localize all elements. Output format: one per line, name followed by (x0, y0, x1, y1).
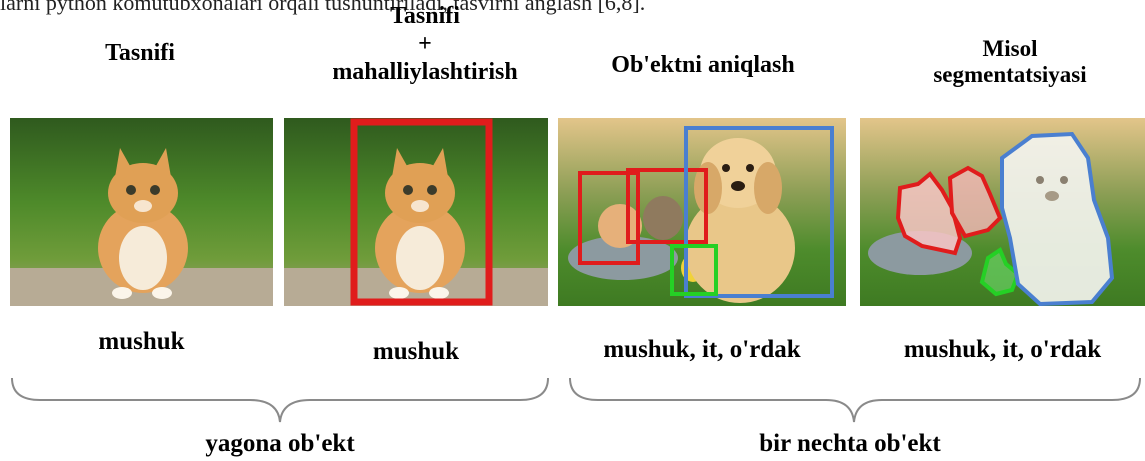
kitten-image-classification (10, 118, 273, 306)
kitten-image-localization (284, 118, 548, 306)
caption-object-detection: mushuk, it, o'rdak (603, 336, 801, 363)
header-line: Misol (982, 36, 1038, 61)
header-line: mahalliylashtirish (332, 59, 518, 85)
cat-bounding-box (350, 118, 493, 306)
duck-box (670, 244, 718, 296)
kitten-figure (375, 148, 465, 299)
top-text-fragment: larni python komutubxonalari orqali tush… (0, 0, 646, 15)
caption-classification-localization: mushuk (372, 338, 460, 365)
group-label-single: yagona ob'ekt (205, 430, 355, 457)
duck-mask (979, 247, 1021, 297)
brace-multiple-objects (568, 376, 1142, 426)
header-classification: Tasnifi (105, 40, 175, 66)
cat-box-right (626, 168, 708, 244)
dog-mask (1000, 131, 1115, 306)
brace-single-object (10, 376, 550, 426)
header-object-detection: Ob'ektni aniqlash (611, 52, 795, 78)
dog-box (684, 126, 834, 298)
kitten-figure (98, 148, 188, 299)
header-instance-segmentation: Misol segmentatsiyasi (880, 36, 1140, 88)
segmentation-image (860, 118, 1145, 306)
header-line: Tasnifi (390, 3, 460, 29)
group-label-multiple: bir nechta ob'ekt (759, 430, 941, 457)
cat-mask-left (895, 171, 963, 256)
cat-box-left (578, 171, 640, 265)
caption-classification: mushuk (98, 328, 185, 355)
detection-image (558, 118, 846, 306)
header-line: + (418, 31, 432, 57)
cat-mask-right (947, 165, 1003, 239)
caption-instance-segmentation: mushuk, it, o'rdak (903, 336, 1102, 363)
header-line: segmentatsiyasi (933, 62, 1087, 87)
header-classification-localization: Tasnifi + mahalliylashtirish (285, 2, 565, 86)
